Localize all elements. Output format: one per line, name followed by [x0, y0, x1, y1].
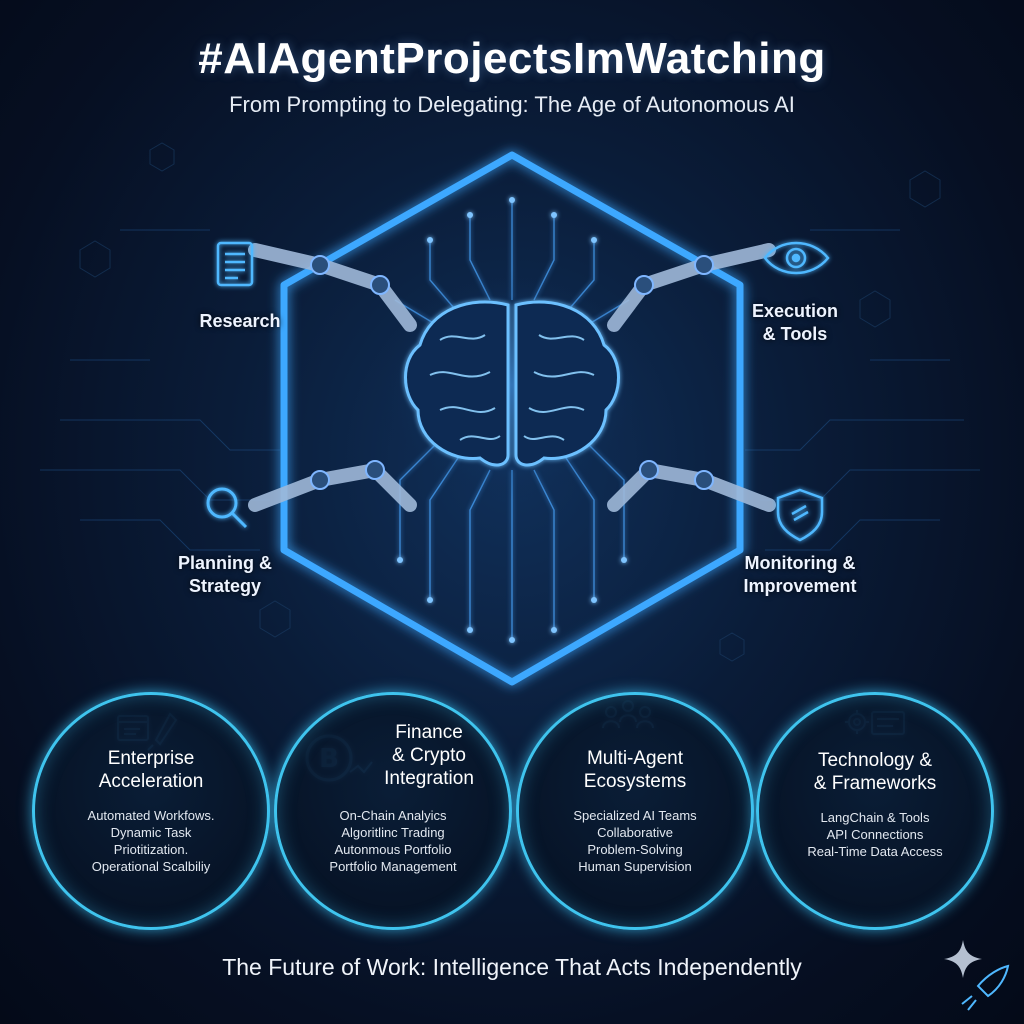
- research-label-text: Research: [199, 311, 281, 331]
- footer-tagline: The Future of Work: Intelligence That Ac…: [222, 954, 802, 980]
- pillar-item: Portfolio Management: [329, 859, 457, 874]
- robot-joints: [310, 255, 714, 490]
- pillar-item: Problem-Solving: [587, 842, 683, 857]
- pillar-item: Automated Workfows.: [87, 808, 215, 823]
- pillar-title-line: Acceleration: [98, 771, 204, 792]
- shield-icon: [776, 488, 824, 542]
- main-hexagon: [280, 151, 744, 686]
- pillar-title-line: Multi-Agent: [586, 748, 684, 769]
- eye-icon: [763, 241, 830, 275]
- pillar-items: LangChain & Tools API Connections Real-T…: [759, 809, 991, 860]
- pillar-items: Specialized AI Teams Collaborative Probl…: [519, 807, 751, 875]
- pillar-item: Dynamic Task: [110, 825, 192, 840]
- circuit-lines: [40, 229, 980, 551]
- execution-line1: Execution: [751, 301, 839, 321]
- planning-line1: Planning &: [178, 553, 272, 573]
- pillar-title-line: Technology &: [817, 750, 933, 771]
- pillar-item: Autonmous Portfolio: [334, 842, 452, 857]
- monitoring-improvement-label: Monitoring & Improvement: [730, 552, 870, 598]
- pillar-items: Automated Workfows. Dynamic Task Priotit…: [35, 807, 267, 875]
- planning-strategy-label: Planning & Strategy: [160, 552, 290, 598]
- page-title: #AIAgentProjectsImWatching: [198, 34, 826, 83]
- pillar-finance-crypto: Finance & Crypto Integration On-Chain An…: [274, 692, 512, 930]
- magnifier-icon: [206, 487, 248, 529]
- monitoring-line2: Improvement: [743, 576, 857, 596]
- rocket-icon: [961, 964, 1010, 1011]
- pillar-technology-frameworks: Technology & & Frameworks LangChain & To…: [756, 692, 994, 930]
- pillar-title: Multi-Agent Ecosystems: [519, 747, 751, 793]
- pillar-title: Technology & & Frameworks: [759, 749, 991, 795]
- pillar-item: Collaborative: [597, 825, 673, 840]
- pillar-item: Specialized AI Teams: [573, 808, 697, 823]
- pillar-item: Algoritlinc Trading: [341, 825, 445, 840]
- pillar-item: Priotitization.: [113, 842, 189, 857]
- robot-arms: [248, 243, 776, 512]
- sparkle-icon: [944, 940, 982, 978]
- pillar-item: Human Supervision: [578, 859, 692, 874]
- execution-tools-label: Execution & Tools: [735, 300, 855, 346]
- pillar-item: Real-Time Data Access: [807, 844, 943, 859]
- pillar-title-line: & Crypto: [392, 745, 466, 766]
- pillar-title-line: Finance: [395, 722, 463, 743]
- monitoring-line1: Monitoring &: [744, 553, 856, 573]
- execution-line2: & Tools: [762, 324, 828, 344]
- document-icon: [216, 241, 254, 287]
- pillar-title-line: Enterprise: [107, 748, 195, 769]
- pillar-items: On-Chain Analyics Algoritlinc Trading Au…: [277, 807, 509, 875]
- planning-line2: Strategy: [188, 576, 262, 596]
- pillar-item: LangChain & Tools: [820, 810, 930, 825]
- circuit-nodes: [397, 197, 627, 643]
- brain-icon: [372, 270, 652, 500]
- pillar-title-line: Integration: [384, 768, 474, 789]
- pillar-item: API Connections: [826, 827, 924, 842]
- pillar-title-line: Ecosystems: [583, 771, 687, 792]
- research-label: Research: [190, 310, 290, 333]
- pillar-title: Finance & Crypto Integration: [369, 721, 489, 790]
- pillar-title-line: & Frameworks: [813, 773, 937, 794]
- page-subtitle: From Prompting to Delegating: The Age of…: [229, 92, 795, 117]
- background-hexes: [79, 142, 941, 662]
- pillar-title: Enterprise Acceleration: [35, 747, 267, 793]
- pillar-multi-agent: Multi-Agent Ecosystems Specialized AI Te…: [516, 692, 754, 930]
- pillar-item: Operational Scalbiliy: [91, 859, 211, 874]
- pillar-enterprise-acceleration: Enterprise Acceleration Automated Workfo…: [32, 692, 270, 930]
- pillar-item: On-Chain Analyics: [339, 808, 447, 823]
